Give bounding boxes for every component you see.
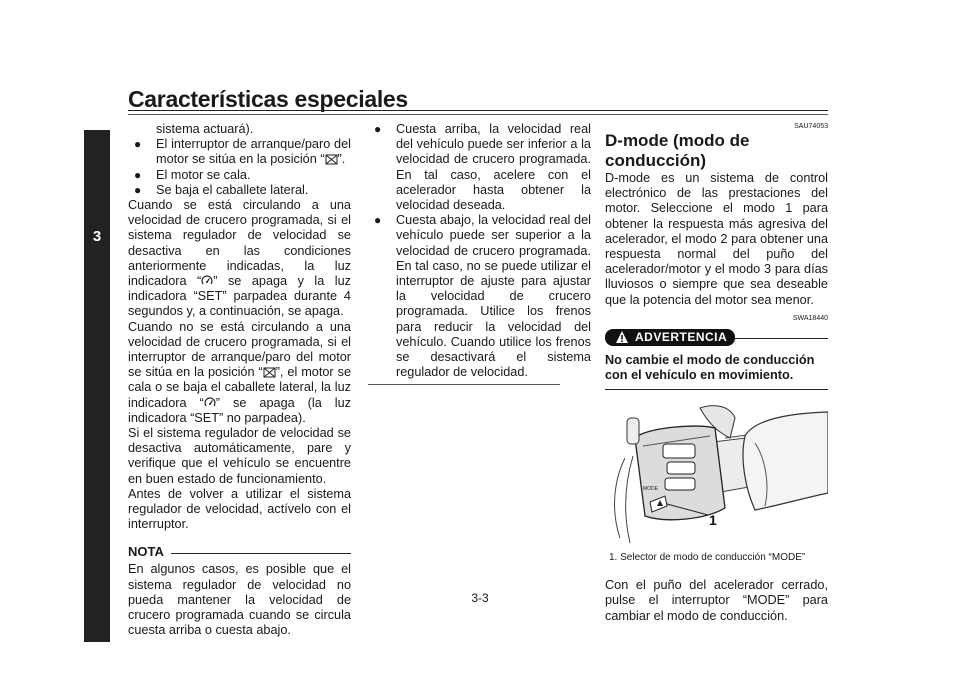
bullet-text: Cuesta arriba, la velocidad real del veh… [396,122,591,213]
bullet-text-end: ”. [337,152,346,167]
header-rule [128,110,828,111]
bullet-dot-icon: ● [374,122,382,136]
warning-end-rule [605,389,828,391]
chapter-number: 3 [92,228,102,245]
bullet-item: ● Cuesta arriba, la velocidad real del v… [368,122,591,213]
bullet-dot-icon: ● [134,137,142,152]
page-number: 3-3 [471,591,489,605]
bullet-dot-icon: ● [134,167,142,182]
paragraph-text: Cuando no se está circulando a una veloc… [128,319,351,380]
chapter-tab [84,130,110,642]
handlebar-illustration: MODE 1 [614,405,829,544]
warning-triangle-icon [616,331,628,344]
section-title: D-mode (modo de conducción) [605,131,750,170]
warning-header: ADVERTENCIA [605,327,828,349]
paragraph: Con el puño del acelerador cerrado, puls… [605,578,828,623]
nota-text: En algunos casos, es posible que el sist… [128,562,351,638]
bullet-dot-icon: ● [374,213,382,228]
column-middle: ● Cuesta arriba, la velocidad real del v… [368,122,591,386]
paragraph: Si el sistema regulador de velocidad se … [128,426,351,486]
warning-rule [735,337,828,339]
bullet-item: ● El interruptor de arranque/paro del mo… [128,137,351,167]
handlebar-switch-figure: MODE 1 [605,398,829,548]
paragraph-text: Cuando se está circulando a una velocida… [128,198,351,289]
cruise-control-icon [204,397,216,407]
paragraph: Cuando se está circulando a una velocida… [128,198,351,320]
bullet-text: El interruptor de arranque/paro del moto… [156,137,351,167]
bullet-item: ● Cuesta abajo, la velocidad real del ve… [368,213,591,380]
bullet-text: Cuesta abajo, la velocidad real del vehí… [396,213,591,380]
warning-label: ADVERTENCIA [635,329,728,344]
nota-end-rule [368,384,560,386]
engine-stop-icon [263,367,276,378]
nota-header: NOTA [128,540,351,562]
paragraph-text: ” se apaga (la luz indicadora “SET” no p… [128,395,352,425]
column-left: sistema actuará). ● El interruptor de ar… [128,122,351,639]
nota-rule [171,553,351,555]
paragraph-text: ” se apaga y la luz indicadora “SET” par… [128,274,351,319]
mode-label: MODE [643,486,659,492]
figure-caption: 1. Selector de modo de conducción “MODE” [609,552,806,564]
warning-code: SWA18440 [792,314,828,322]
bullet-item: ● El motor se cala. [128,168,351,183]
header-rule-thin [128,114,828,115]
bullet-text: Se baja el caballete lateral. [156,182,309,197]
continued-line: sistema actuará). [156,122,254,136]
section-code: SAU74053 [794,123,828,130]
column-right: SAU74053 D-mode (modo de conducción) D-m… [605,122,829,624]
warning-badge: ADVERTENCIA [605,328,735,346]
nota-label: NOTA [128,544,164,560]
cruise-control-icon [201,275,213,285]
bullet-dot-icon: ● [134,182,142,197]
engine-stop-icon [325,154,338,165]
paragraph: Antes de volver a utilizar el sistema re… [128,486,351,532]
bullet-item: ● Se baja el caballete lateral. [128,183,351,198]
page-title: Características especiales [128,86,408,112]
figure-callout: 1 [709,512,717,528]
warning-text: No cambie el modo de conducción con el v… [605,352,815,383]
bullet-text: El motor se cala. [156,167,251,182]
paragraph-text: ”, el motor se cala o se baja el caballe… [128,365,351,410]
paragraph: Cuando no se está circulando a una veloc… [128,320,351,426]
paragraph: D-mode es un sistema de control electrón… [605,171,828,307]
